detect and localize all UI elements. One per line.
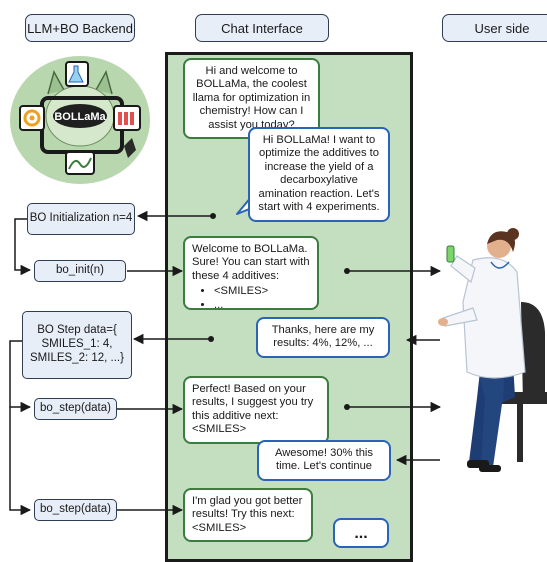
header-backend: LLM+BO Backend	[25, 14, 135, 42]
bo-step-box: BO Step data={ SMILES_1: 4, SMILES_2: 12…	[22, 311, 132, 379]
typing-indicator: ...	[333, 518, 389, 548]
bo-init-call: bo_init(n)	[34, 260, 126, 282]
suggestion-list: <SMILES> ...	[192, 285, 310, 312]
bo-initialization-box: BO Initialization n=4	[27, 203, 135, 235]
suggestion-item: ...	[214, 299, 310, 312]
suggestion-item: <SMILES>	[214, 285, 310, 298]
header-user: User side	[442, 14, 547, 42]
bot-message-welcome: Hi and welcome to BOLLaMa, the coolest l…	[183, 58, 320, 140]
bot-suggestions-intro: Welcome to BOLLaMa. Sure! You can start …	[192, 243, 310, 282]
bot-message-suggestions: Welcome to BOLLaMa. Sure! You can start …	[183, 236, 319, 312]
user-message-results: Thanks, here are my results: 4%, 12%, ..…	[256, 317, 390, 358]
bo-step-call-1: bo_step(data)	[34, 398, 117, 420]
user-message-awesome: Awesome! 30% this time. Let's continue	[257, 440, 391, 481]
user-message-request: Hi BOLLaMa! I want to optimize the addit…	[248, 127, 390, 222]
bot-message-next: Perfect! Based on your results, I sugges…	[183, 376, 329, 444]
bollama-logo: BOLLaMa	[10, 56, 150, 184]
bo-step-call-2: bo_step(data)	[34, 499, 117, 521]
bot-message-glad: I'm glad you got better results! Try thi…	[183, 488, 313, 543]
svg-text:BOLLaMa: BOLLaMa	[54, 111, 106, 123]
scientist-illustration	[438, 228, 547, 472]
header-chat: Chat Interface	[195, 14, 329, 42]
